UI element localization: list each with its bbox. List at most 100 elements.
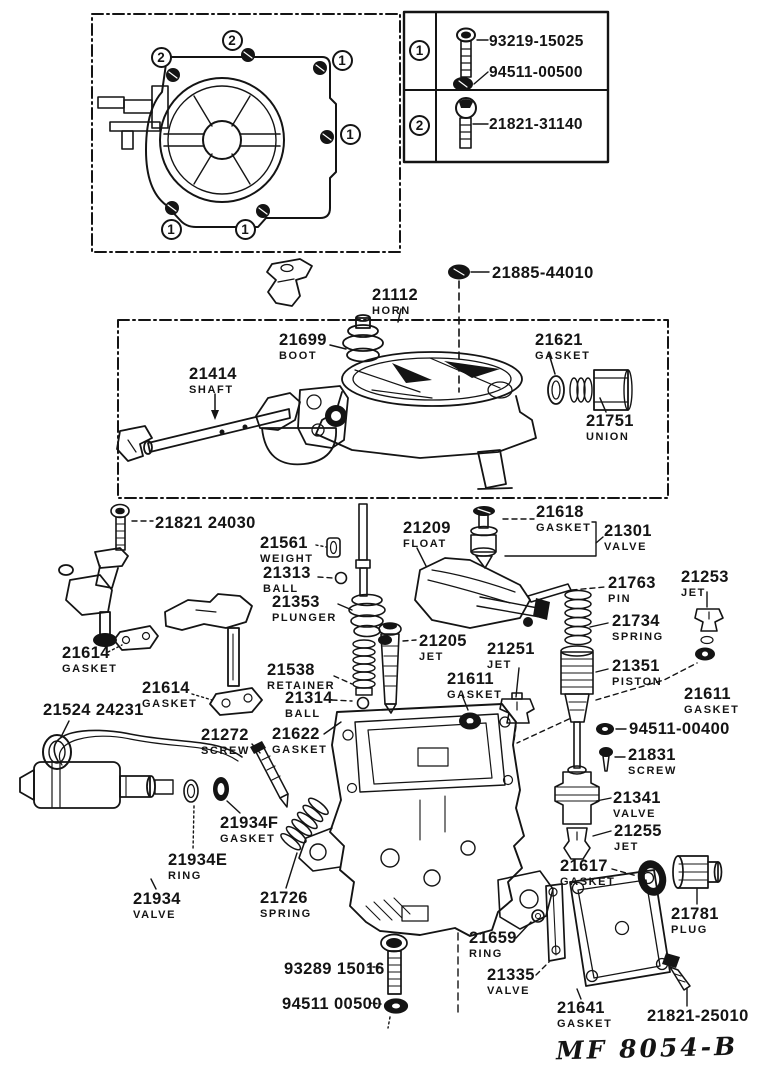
part-caption: GASKET bbox=[447, 688, 503, 701]
part-caption: GASKET bbox=[560, 875, 616, 888]
part-caption: GASKET bbox=[535, 349, 591, 362]
gasket-drawing bbox=[113, 625, 159, 651]
part-number: 21641 bbox=[557, 999, 605, 1017]
part-number: 21313 bbox=[263, 564, 311, 582]
table-callout-2: 2 bbox=[409, 115, 430, 136]
part-number: 21763 bbox=[608, 574, 656, 592]
retainer-drawing bbox=[355, 687, 373, 696]
part-number: 21885-44010 bbox=[492, 264, 594, 282]
part-caption: JET bbox=[614, 840, 639, 853]
valve-drawing bbox=[554, 765, 600, 825]
part-number: 94511-00500 bbox=[489, 64, 583, 81]
part-label-94511-00500-40: 94511 00500 bbox=[282, 996, 382, 1013]
flange-piece-drawing bbox=[266, 258, 313, 307]
part-number: 21255 bbox=[614, 822, 662, 840]
part-caption: RETAINER bbox=[267, 679, 336, 692]
part-caption: GASKET bbox=[220, 832, 276, 845]
part-number: 21251 bbox=[487, 640, 535, 658]
part-number: 21341 bbox=[613, 789, 661, 807]
part-number: 21353 bbox=[272, 593, 320, 611]
ball-drawing bbox=[356, 696, 370, 710]
float-drawing bbox=[414, 557, 550, 629]
bracket-drawing bbox=[297, 385, 349, 449]
boot-drawing bbox=[342, 314, 384, 363]
part-caption: RING bbox=[168, 869, 202, 882]
part-number: 21209 bbox=[403, 519, 451, 537]
part-number: 21934F bbox=[220, 814, 279, 832]
part-number: 21659 bbox=[469, 929, 517, 947]
part-number: 21611 bbox=[684, 685, 731, 703]
part-number: 21751 bbox=[586, 412, 634, 430]
callout-2-0: 2 bbox=[150, 46, 172, 68]
part-caption: UNION bbox=[586, 430, 630, 443]
part-label-21524-24231-25: 21524 24231 bbox=[43, 702, 144, 719]
part-number: 21335 bbox=[487, 966, 535, 984]
part-caption: VALVE bbox=[487, 984, 531, 997]
part-caption: HORN bbox=[372, 304, 411, 317]
part-caption: PLUG bbox=[671, 923, 708, 936]
ring-drawing bbox=[531, 909, 545, 923]
spring-drawing bbox=[352, 639, 376, 689]
part-number: 21538 bbox=[267, 661, 315, 679]
part-number: 93289 15016 bbox=[284, 960, 385, 978]
callout-1-4: 1 bbox=[160, 218, 182, 240]
part-caption: PIN bbox=[608, 592, 632, 605]
carburetor-body-drawing bbox=[298, 703, 554, 937]
gasket-drawing bbox=[209, 687, 263, 716]
callout-2-1: 2 bbox=[221, 29, 243, 51]
part-caption: RING bbox=[469, 947, 503, 960]
throttle-body-view-box bbox=[91, 13, 401, 253]
jet-drawing bbox=[563, 827, 591, 860]
part-number: 21831 bbox=[628, 746, 676, 764]
gasket-ring-drawing bbox=[637, 860, 667, 896]
bolt-icon bbox=[380, 933, 408, 995]
part-number: 21205 bbox=[419, 632, 467, 650]
part-number: 21934E bbox=[168, 851, 228, 869]
part-caption: SCREW bbox=[628, 764, 677, 777]
piston-drawing bbox=[560, 645, 594, 769]
part-caption: SCREW bbox=[201, 744, 250, 757]
spring-drawing bbox=[564, 589, 592, 646]
part-number: 21821 24030 bbox=[155, 514, 256, 532]
part-number: 94511-00400 bbox=[629, 720, 730, 738]
washer-drawing bbox=[596, 723, 614, 735]
lever-assembly-drawing bbox=[58, 547, 129, 647]
part-caption: SPRING bbox=[612, 630, 664, 643]
part-number: 93219-15025 bbox=[489, 33, 584, 50]
bolt-icon bbox=[455, 97, 477, 149]
bottom-parts bbox=[380, 869, 691, 1014]
part-label-93289-15016-39: 93289 15016 bbox=[284, 961, 385, 978]
union-gasket-drawing bbox=[547, 369, 633, 411]
part-number: 21272 bbox=[201, 726, 249, 744]
part-number: 21699 bbox=[279, 331, 327, 349]
washer-drawing bbox=[459, 712, 481, 730]
spring-drawing bbox=[280, 797, 329, 851]
part-number: 21622 bbox=[272, 725, 320, 743]
part-label-94511-00400-28: 94511-00400 bbox=[629, 721, 730, 738]
part-caption: VALVE bbox=[604, 540, 648, 553]
air-horn-drawing bbox=[315, 351, 537, 490]
